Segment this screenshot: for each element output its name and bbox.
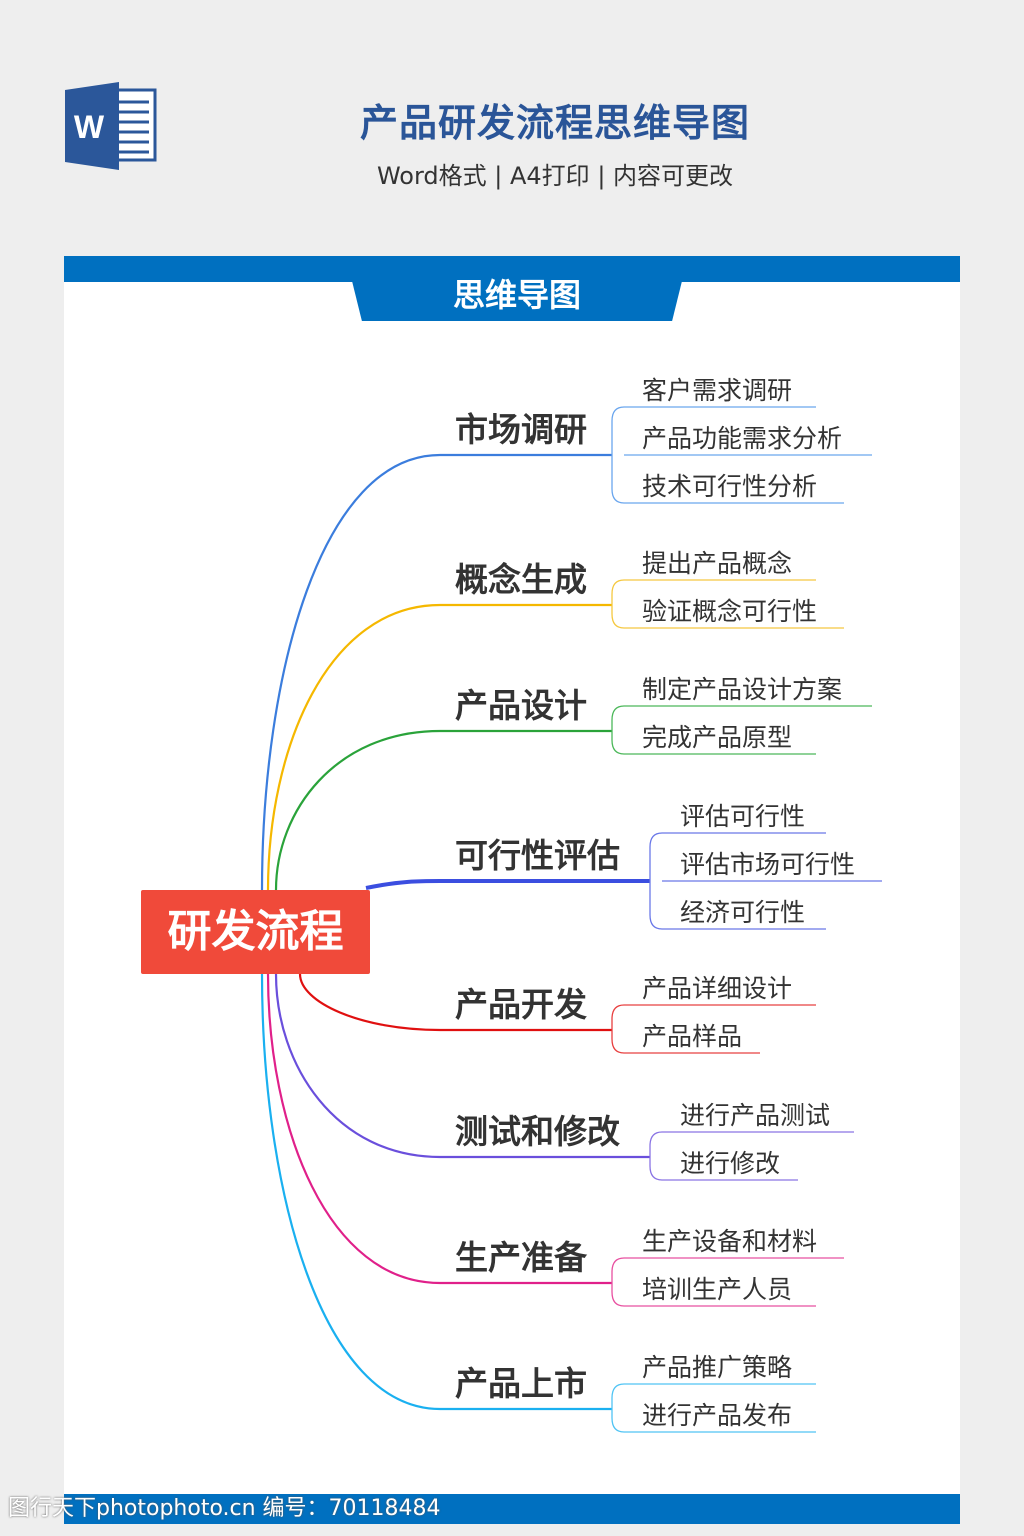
branch-connector [260,453,612,891]
sub-bracket [611,1004,625,1054]
branch-label: 可行性评估 [455,836,620,875]
page-title: 产品研发流程思维导图 [359,101,750,145]
sub-topic-label: 进行产品发布 [642,1401,793,1430]
sub-bracket [611,705,625,755]
branch-label: 产品开发 [455,985,587,1024]
page-subtitle: Word格式 | A4打印 | 内容可更改 [376,162,734,190]
sub-bracket [649,1131,663,1181]
sub-topic-label: 经济可行性 [680,898,806,927]
sub-topic-label: 客户需求调研 [642,376,793,405]
sub-topic-label: 完成产品原型 [642,723,793,752]
sub-topic-label: 产品推广策略 [642,1353,793,1382]
panel-top-bar [64,256,960,282]
sub-topic-label: 提出产品概念 [642,549,793,578]
sub-topic-label: 产品功能需求分析 [642,424,843,453]
branch-connector [298,973,612,1032]
sub-topic-label: 产品详细设计 [642,974,793,1003]
sub-topic-label: 评估市场可行性 [680,850,856,879]
central-topic: 研发流程 [141,890,370,974]
sub-topic-label: 进行产品测试 [680,1101,831,1130]
sub-topic-label: 技术可行性分析 [642,472,818,501]
sub-bracket [611,579,625,629]
branch-connector [266,603,612,891]
word-logo-icon: W [65,82,157,170]
sub-topic-label: 进行修改 [680,1149,781,1178]
branch-connector [365,879,650,890]
branch-label: 生产准备 [455,1238,587,1277]
panel-bottom-bar [64,1494,960,1524]
watermark: 图行天下photophoto.cn 编号：70118484 [8,1496,441,1521]
branch-label: 概念生成 [455,560,587,599]
sub-bracket [611,1383,625,1433]
branch-connector [274,729,612,891]
sub-bracket [649,832,663,930]
branch-label: 产品上市 [455,1364,587,1403]
mind-map-panel [64,256,960,1496]
branch-label: 市场调研 [455,410,587,449]
section-tab-label: 思维导图 [452,276,581,314]
sub-bracket [611,406,625,504]
sub-topic-label: 培训生产人员 [642,1275,793,1304]
branch-label: 产品设计 [455,686,587,725]
sub-bracket [611,1257,625,1307]
sub-topic-label: 验证概念可行性 [642,597,818,626]
sub-topic-label: 评估可行性 [680,802,806,831]
branch-connector [260,973,612,1411]
branch-connector [266,973,612,1285]
sub-topic-label: 制定产品设计方案 [642,675,843,704]
sub-topic-label: 产品样品 [642,1022,743,1051]
sub-topic-label: 生产设备和材料 [642,1227,818,1256]
branch-label: 测试和修改 [455,1112,620,1151]
logo-letter: W [74,109,105,145]
section-tab [352,281,682,321]
branch-connector [274,973,650,1159]
